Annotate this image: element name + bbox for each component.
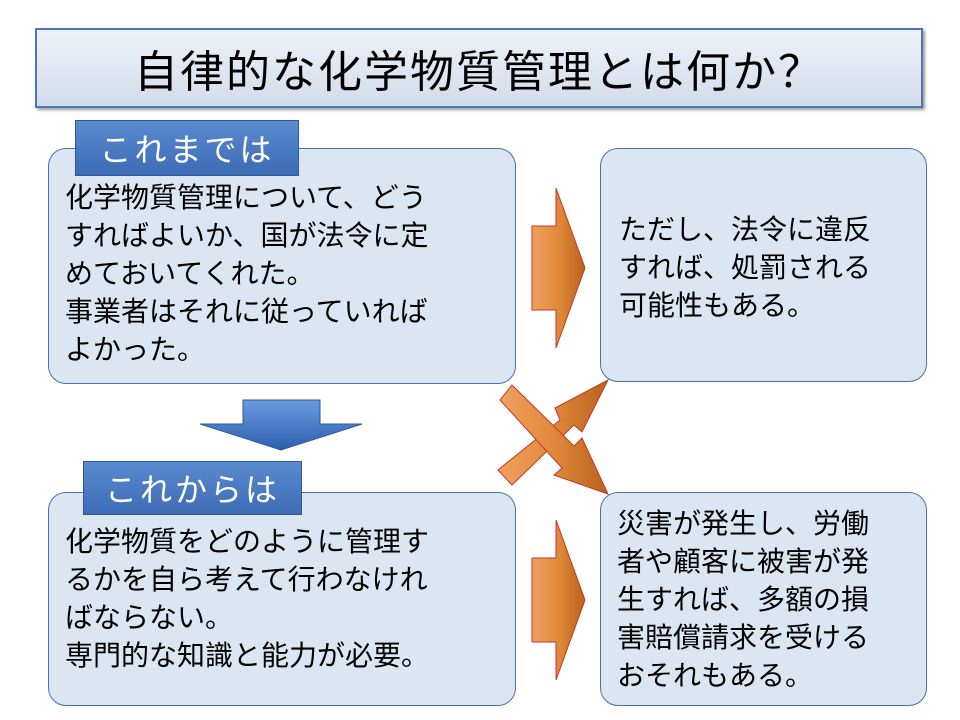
text-line: 災害が発生し、労働: [617, 507, 870, 540]
text-line: ばならない。: [65, 601, 234, 634]
text-line: 化学物質管理について、どう: [65, 181, 427, 214]
text-line: 害賠償請求を受ける: [617, 621, 870, 654]
result-after-box: 災害が発生し、労働 者や顧客に被害が発 生すれば、多額の損 害賠償請求を受ける …: [600, 492, 927, 706]
text-line: おそれもある。: [617, 659, 814, 692]
text-line: 事業者はそれに従っていれば: [65, 295, 428, 328]
text-line: すれば、処罰される: [619, 251, 872, 284]
text-line: るかを自ら考えて行わなけれ: [65, 563, 428, 596]
text-line: 可能性もある。: [619, 289, 816, 322]
before-box: 化学物質管理について、どう すればよいか、国が法令に定 めておいてくれた。 事業…: [48, 148, 516, 384]
result-before-box: ただし、法令に違反 すれば、処罰される 可能性もある。: [600, 148, 927, 382]
text-line: よかった。: [65, 333, 206, 366]
before-label: これまでは: [75, 120, 299, 176]
cross-arrow-icon: [497, 378, 610, 495]
text-line: 生すれば、多額の損: [617, 583, 870, 616]
right-arrow-icon: [531, 519, 586, 681]
after-label: これからは: [83, 461, 302, 515]
after-box: 化学物質をどのように管理す るかを自ら考えて行わなけれ ばならない。 専門的な知…: [48, 492, 516, 706]
text-line: 専門的な知識と能力が必要。: [65, 639, 430, 672]
text-line: めておいてくれた。: [65, 257, 315, 290]
text-line: すればよいか、国が法令に定: [65, 219, 429, 252]
slide-title: 自律的な化学物質管理とは何か？: [35, 28, 923, 108]
text-line: 者や顧客に被害が発: [617, 545, 870, 578]
down-arrow-icon: [199, 399, 363, 451]
right-arrow-icon: [531, 187, 586, 349]
text-line: ただし、法令に違反: [619, 213, 872, 246]
text-line: 化学物質をどのように管理す: [65, 525, 430, 558]
